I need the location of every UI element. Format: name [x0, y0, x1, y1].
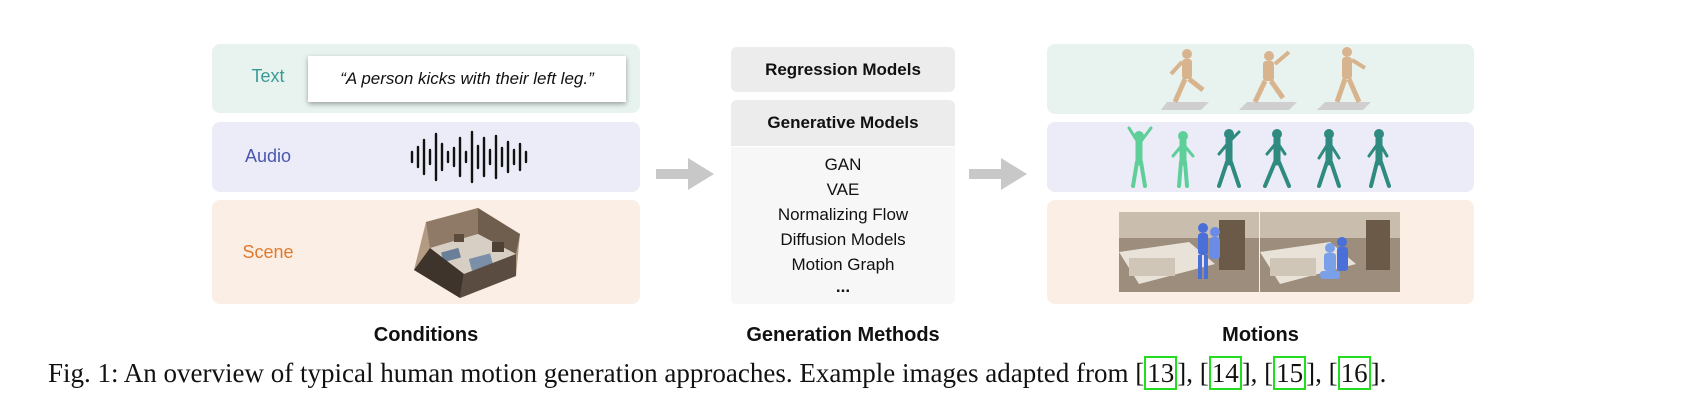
generation-methods-column-title: Generation Methods — [746, 324, 940, 346]
motion-audio-result-panel — [1047, 122, 1474, 192]
text-prompt-example: “A person kicks with their left leg.” — [308, 56, 626, 102]
method-gan: GAN — [824, 155, 862, 174]
audio-waveform-icon — [410, 130, 528, 184]
generative-methods-list: GAN VAE Normalizing Flow Diffusion Model… — [731, 147, 955, 304]
method-normalizing-flow: Normalizing Flow — [777, 205, 909, 224]
reference-link-14[interactable]: 14 — [1208, 356, 1242, 390]
condition-scene-panel: Scene — [212, 200, 640, 304]
reference-link-13[interactable]: 13 — [1144, 356, 1178, 390]
arrow-right-icon — [969, 158, 1027, 190]
caption-text: Fig. 1: An overview of typical human mot… — [48, 358, 1136, 388]
scene-interaction-image-1 — [1119, 212, 1259, 292]
method-vae: VAE — [826, 180, 860, 199]
dancing-figures-image — [1127, 126, 1391, 188]
condition-text-panel: Text “A person kicks with their left leg… — [212, 44, 640, 113]
scene-condition-label: Scene — [242, 242, 294, 262]
audio-condition-label: Audio — [244, 146, 292, 166]
kicking-figures-image — [1161, 47, 1371, 110]
reference-link-15[interactable]: 15 — [1273, 356, 1307, 390]
reference-link-16[interactable]: 16 — [1337, 356, 1371, 390]
method-diffusion-models: Diffusion Models — [780, 230, 906, 249]
motion-text-result-panel — [1047, 44, 1474, 114]
scene-interaction-image-2 — [1260, 212, 1400, 292]
regression-models-box: Regression Models — [731, 47, 955, 92]
scene-room-image — [414, 208, 520, 298]
arrow-right-icon — [656, 158, 714, 190]
motions-column-title: Motions — [1222, 324, 1299, 346]
method-motion-graph: Motion Graph — [791, 255, 895, 274]
condition-audio-panel: Audio — [212, 122, 640, 192]
motion-scene-result-panel — [1047, 200, 1474, 304]
figure-caption: Fig. 1: An overview of typical human mot… — [48, 356, 1387, 390]
generative-models-box: Generative Models — [731, 100, 955, 146]
text-condition-label: Text — [251, 66, 285, 86]
method-ellipsis: ... — [835, 277, 851, 296]
conditions-column-title: Conditions — [373, 324, 479, 346]
